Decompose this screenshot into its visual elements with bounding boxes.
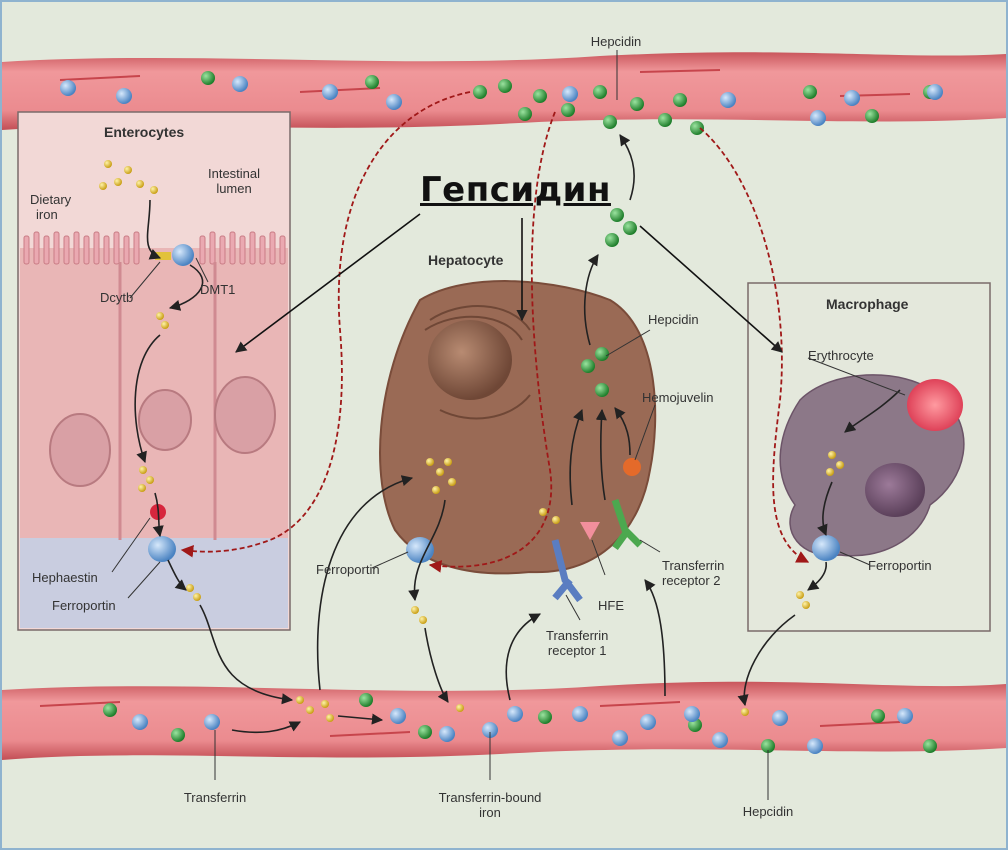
label-hepcidin-hepatocyte: Hepcidin <box>648 312 699 327</box>
label-ferroportin-enterocyte: Ferroportin <box>52 598 116 613</box>
hepatocyte-cell <box>380 281 655 573</box>
label-hepcidin-top: Hepcidin <box>591 34 642 49</box>
hepatocyte-title: Hepatocyte <box>428 252 503 268</box>
label-hephaestin: Hephaestin <box>32 570 98 585</box>
label-ferroportin-hepatocyte: Ferroportin <box>316 562 380 577</box>
label-intestinal-lumen: Intestinal lumen <box>208 166 260 196</box>
label-transferrin-bound-iron: Transferrin-bound iron <box>439 790 542 820</box>
label-hfe: HFE <box>598 598 624 613</box>
label-dietary-iron: Dietary iron <box>30 192 71 222</box>
label-erythrocyte: Erythrocyte <box>808 348 874 363</box>
label-transferrin-receptor-1: Transferrin receptor 1 <box>546 628 608 658</box>
label-dmt1: DMT1 <box>200 282 235 297</box>
label-hemojuvelin: Hemojuvelin <box>642 390 714 405</box>
label-transferrin-receptor-2: Transferrin receptor 2 <box>662 558 724 588</box>
label-hepcidin-bottom: Hepcidin <box>743 804 794 819</box>
bottom-blood-vessel <box>2 682 1006 760</box>
hepcidin-heading: Гепсидин <box>420 170 611 210</box>
label-transferrin: Transferrin <box>184 790 246 805</box>
macrophage-panel <box>748 283 990 631</box>
label-dcytb: Dcytb <box>100 290 133 305</box>
label-ferroportin-macrophage: Ferroportin <box>868 558 932 573</box>
macrophage-title: Macrophage <box>826 296 908 312</box>
enterocytes-title: Enterocytes <box>104 124 184 140</box>
